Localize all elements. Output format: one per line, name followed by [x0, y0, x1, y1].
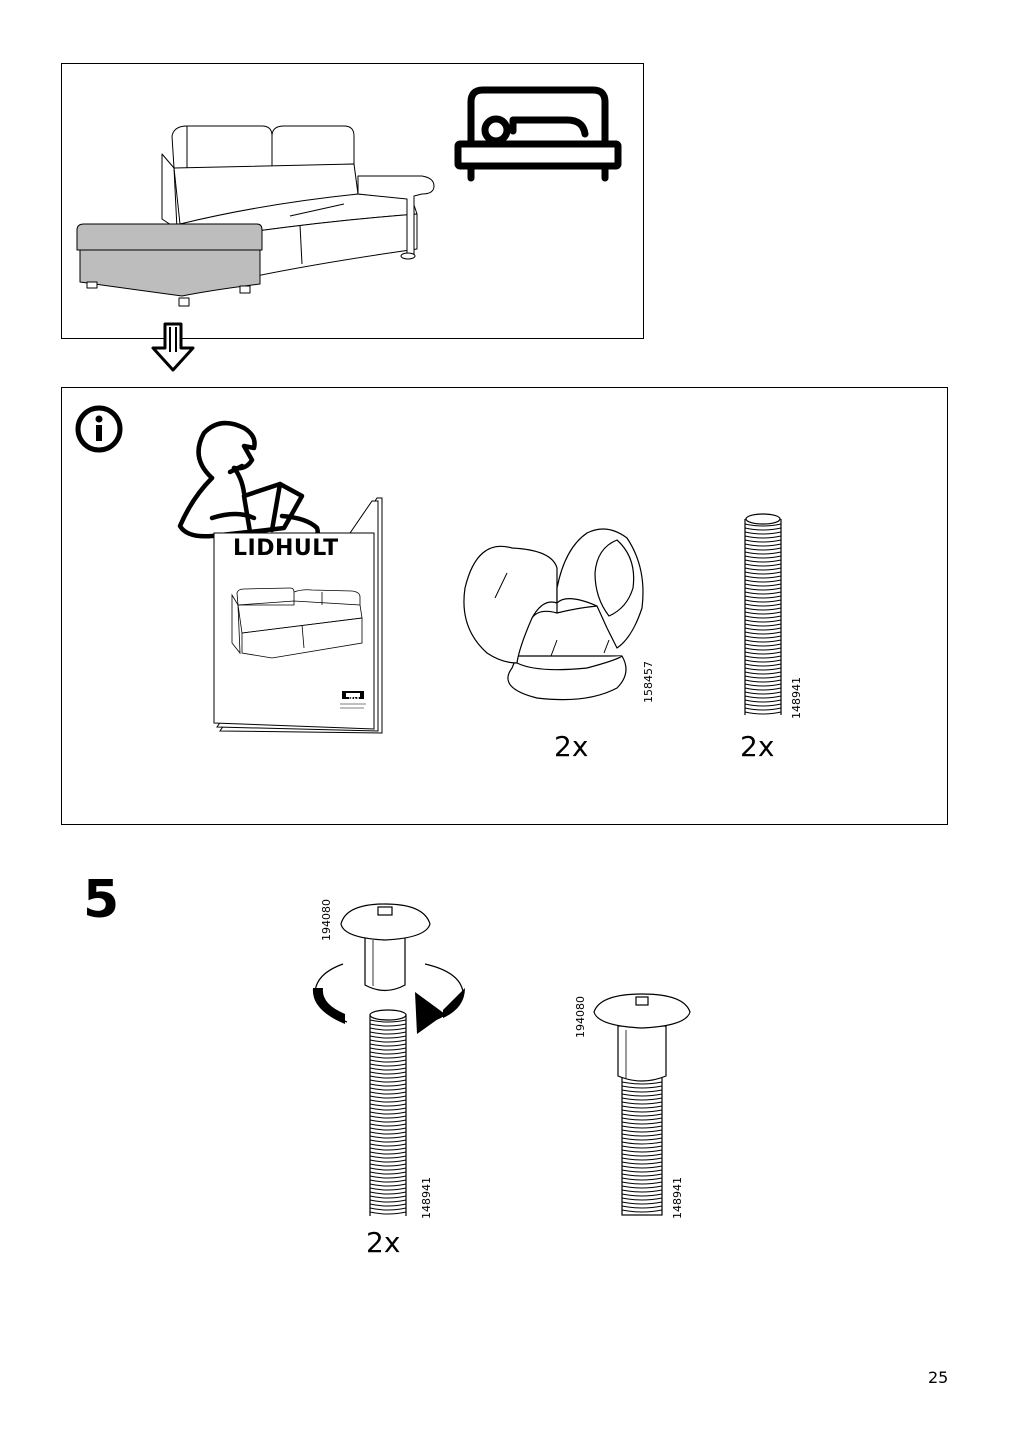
page-number: 25 [928, 1368, 949, 1387]
info-icon [75, 405, 123, 453]
right-assembled-bolt [593, 993, 691, 1216]
manual-brand-logo: IKEA [349, 696, 360, 701]
down-arrow-icon [151, 322, 195, 372]
left-threaded-rod [369, 1009, 407, 1218]
right-rod-part-number: 148941 [671, 1177, 684, 1219]
threaded-rod-part [744, 513, 782, 717]
read-manual-icon [177, 420, 320, 542]
right-bolt-part-number: 194080 [574, 996, 587, 1038]
left-quantity: 2x [366, 1226, 401, 1259]
quantity-148941: 2x [740, 730, 775, 763]
manual-booklet [213, 497, 383, 734]
part-number-158457: 158457 [642, 661, 655, 703]
part-number-148941: 148941 [790, 677, 803, 719]
sofa-illustration [76, 125, 435, 307]
rotate-arrows-icon [312, 963, 465, 1034]
wing-nut-part [463, 528, 644, 701]
bed-mode-icon [454, 86, 622, 182]
left-rod-part-number: 148941 [420, 1177, 433, 1219]
left-bolt [340, 903, 431, 992]
step-number: 5 [83, 870, 120, 930]
left-bolt-part-number: 194080 [320, 899, 333, 941]
quantity-158457: 2x [554, 730, 589, 763]
sofa-panel [61, 63, 644, 339]
info-panel: LIDHULT IKEA 158457 2x 148941 2x [61, 387, 948, 825]
manual-title: LIDHULT [233, 536, 339, 561]
